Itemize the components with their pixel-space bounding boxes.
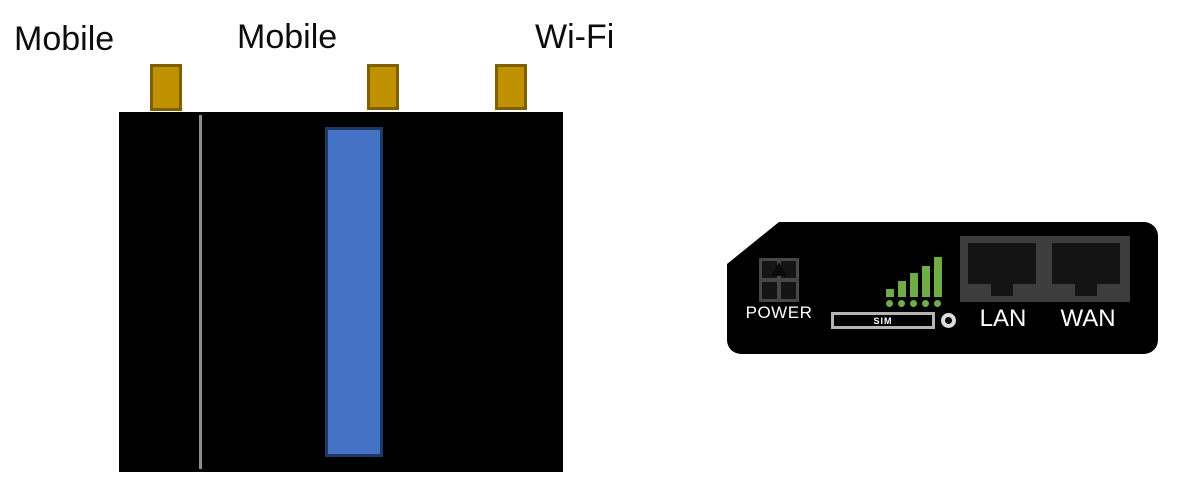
antenna-label-wifi: Wi-Fi bbox=[535, 18, 615, 56]
lan-port-notch bbox=[991, 284, 1013, 296]
top-view-divider-line bbox=[199, 115, 202, 469]
lan-port-opening bbox=[968, 243, 1036, 284]
antenna-connector-mobile-2 bbox=[367, 64, 399, 110]
antenna-label-mobile-2: Mobile bbox=[237, 18, 338, 56]
antenna-connector-wifi bbox=[495, 64, 527, 110]
signal-dot bbox=[910, 300, 917, 307]
signal-strength-icon bbox=[886, 257, 942, 297]
signal-dot bbox=[898, 300, 905, 307]
power-label: POWER bbox=[745, 303, 813, 322]
power-connector-pin bbox=[781, 282, 796, 299]
top-view-blue-slot bbox=[325, 127, 383, 457]
router-front-panel: POWER SIM LAN WAN bbox=[727, 222, 1158, 354]
lan-label: LAN bbox=[979, 305, 1027, 332]
antenna-label-mobile-1: Mobile bbox=[14, 20, 115, 58]
signal-dot bbox=[922, 300, 929, 307]
signal-bar bbox=[934, 257, 942, 297]
power-connector-pin bbox=[762, 261, 777, 278]
signal-bar bbox=[922, 266, 930, 297]
power-connector-pin bbox=[781, 261, 796, 278]
wan-port bbox=[1052, 243, 1120, 296]
ethernet-ports-frame bbox=[960, 236, 1130, 302]
signal-bar bbox=[910, 273, 918, 297]
signal-dots bbox=[886, 300, 941, 307]
signal-bar bbox=[898, 281, 906, 297]
wan-label: WAN bbox=[1060, 305, 1116, 332]
antenna-connector-mobile-1 bbox=[150, 64, 182, 111]
sim-label: SIM bbox=[873, 315, 893, 326]
reset-button bbox=[941, 313, 956, 328]
signal-bar bbox=[886, 289, 894, 297]
signal-dot bbox=[886, 300, 893, 307]
wan-port-notch bbox=[1075, 284, 1097, 296]
lan-port bbox=[968, 243, 1036, 296]
wan-port-opening bbox=[1052, 243, 1120, 284]
power-connector-pin bbox=[762, 282, 777, 299]
router-top-view-body bbox=[119, 112, 563, 472]
power-connector-icon bbox=[759, 258, 799, 302]
sim-slot: SIM bbox=[831, 312, 935, 329]
signal-dot bbox=[934, 300, 941, 307]
